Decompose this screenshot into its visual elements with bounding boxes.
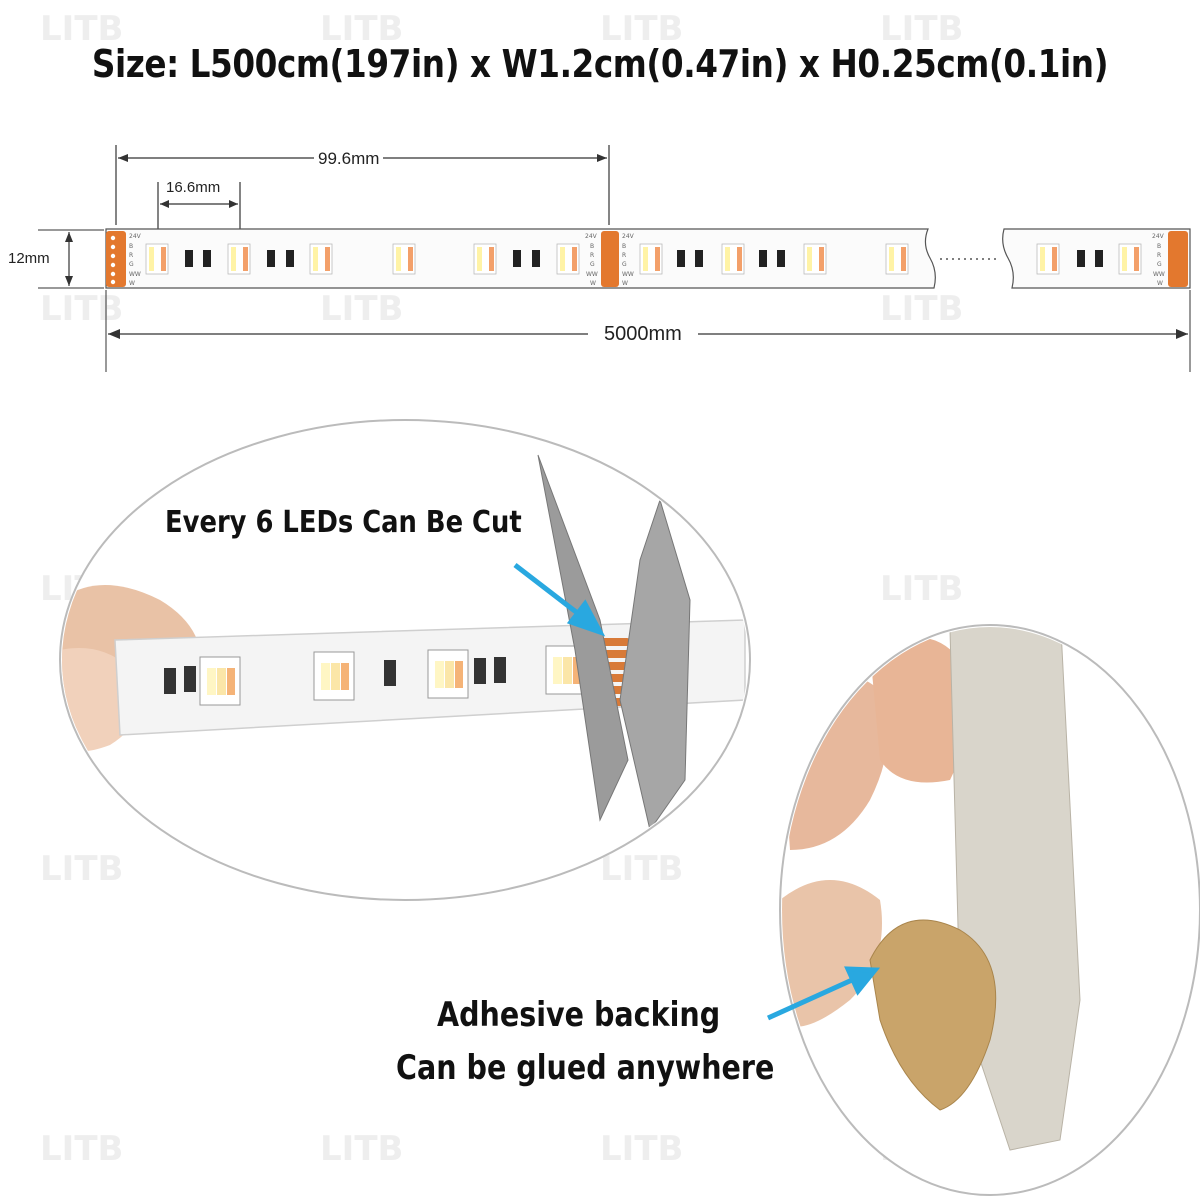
svg-text:LITB: LITB (880, 289, 963, 329)
adhesive-callout-line2: Can be glued anywhere (396, 1048, 775, 1088)
svg-text:24V: 24V (622, 233, 635, 240)
svg-text:WW: WW (1153, 271, 1165, 278)
svg-text:LITB: LITB (320, 1129, 403, 1169)
svg-text:LITB: LITB (320, 289, 403, 329)
led-chip (1036, 243, 1060, 275)
cut-callout: Every 6 LEDs Can Be Cut (165, 505, 522, 540)
svg-text:G: G (590, 261, 595, 268)
svg-text:W: W (590, 280, 596, 287)
svg-text:LITB: LITB (40, 9, 123, 49)
scissors-blade-back (537, 454, 629, 822)
led-chip (473, 243, 497, 275)
svg-text:LITB: LITB (320, 9, 403, 49)
svg-text:B: B (129, 243, 133, 250)
svg-text:W: W (1157, 280, 1163, 287)
resistor (185, 250, 193, 267)
led-chip (392, 243, 416, 275)
led-chip (885, 243, 909, 275)
svg-text:B: B (590, 243, 594, 250)
adhesive-callout-line1: Adhesive backing (437, 995, 721, 1035)
led-chip (309, 243, 333, 275)
segment-length-label: 99.6mm (314, 150, 384, 167)
arrow-cut (513, 563, 606, 637)
svg-text:LITB: LITB (40, 1129, 123, 1169)
svg-text:G: G (1157, 261, 1162, 268)
svg-text:24V: 24V (129, 233, 142, 240)
resistor (677, 250, 685, 267)
svg-text:R: R (129, 252, 133, 259)
led-chip (556, 243, 580, 275)
svg-text:WW: WW (129, 271, 141, 278)
resistor (695, 250, 703, 267)
led-pitch-label: 16.6mm (166, 179, 221, 196)
width-label: 12mm (8, 250, 50, 267)
led-chip (1118, 243, 1142, 275)
svg-text:R: R (1157, 252, 1161, 259)
pad-group-middle (601, 231, 619, 287)
resistor (203, 250, 211, 267)
resistor (286, 250, 294, 267)
arrow-adhesive (766, 966, 881, 1021)
svg-text:R: R (590, 252, 594, 259)
resistor (777, 250, 785, 267)
svg-text:LITB: LITB (880, 9, 963, 49)
pad-group-right (1168, 231, 1188, 287)
svg-text:24V: 24V (585, 233, 598, 240)
total-length-label: 5000mm (588, 324, 698, 344)
svg-text:LITB: LITB (600, 9, 683, 49)
svg-text:LITB: LITB (40, 849, 123, 889)
resistor (267, 250, 275, 267)
svg-text:LITB: LITB (600, 849, 683, 889)
resistor (1095, 250, 1103, 267)
resistor (513, 250, 521, 267)
svg-text:W: W (622, 280, 628, 287)
svg-text:W: W (129, 280, 135, 287)
svg-text:R: R (622, 252, 626, 259)
page-title: Size: L500cm(197in) x W1.2cm(0.47in) x H… (91, 42, 1109, 86)
svg-text:B: B (1157, 243, 1161, 250)
led-chip (803, 243, 827, 275)
svg-text:LITB: LITB (600, 1129, 683, 1169)
pad-group-left (106, 231, 126, 287)
svg-text:WW: WW (586, 271, 598, 278)
svg-text:LITB: LITB (880, 569, 963, 609)
led-chip (639, 243, 663, 275)
led-chip (227, 243, 251, 275)
led-chip (145, 243, 169, 275)
svg-text:24V: 24V (1152, 233, 1165, 240)
resistor (759, 250, 767, 267)
svg-text:WW: WW (622, 271, 634, 278)
svg-text:G: G (622, 261, 627, 268)
resistor (532, 250, 540, 267)
svg-text:LITB: LITB (40, 289, 123, 329)
svg-text:G: G (129, 261, 134, 268)
led-chip (721, 243, 745, 275)
svg-text:B: B (622, 243, 626, 250)
adhesive-peel (869, 919, 997, 1111)
resistor (1077, 250, 1085, 267)
